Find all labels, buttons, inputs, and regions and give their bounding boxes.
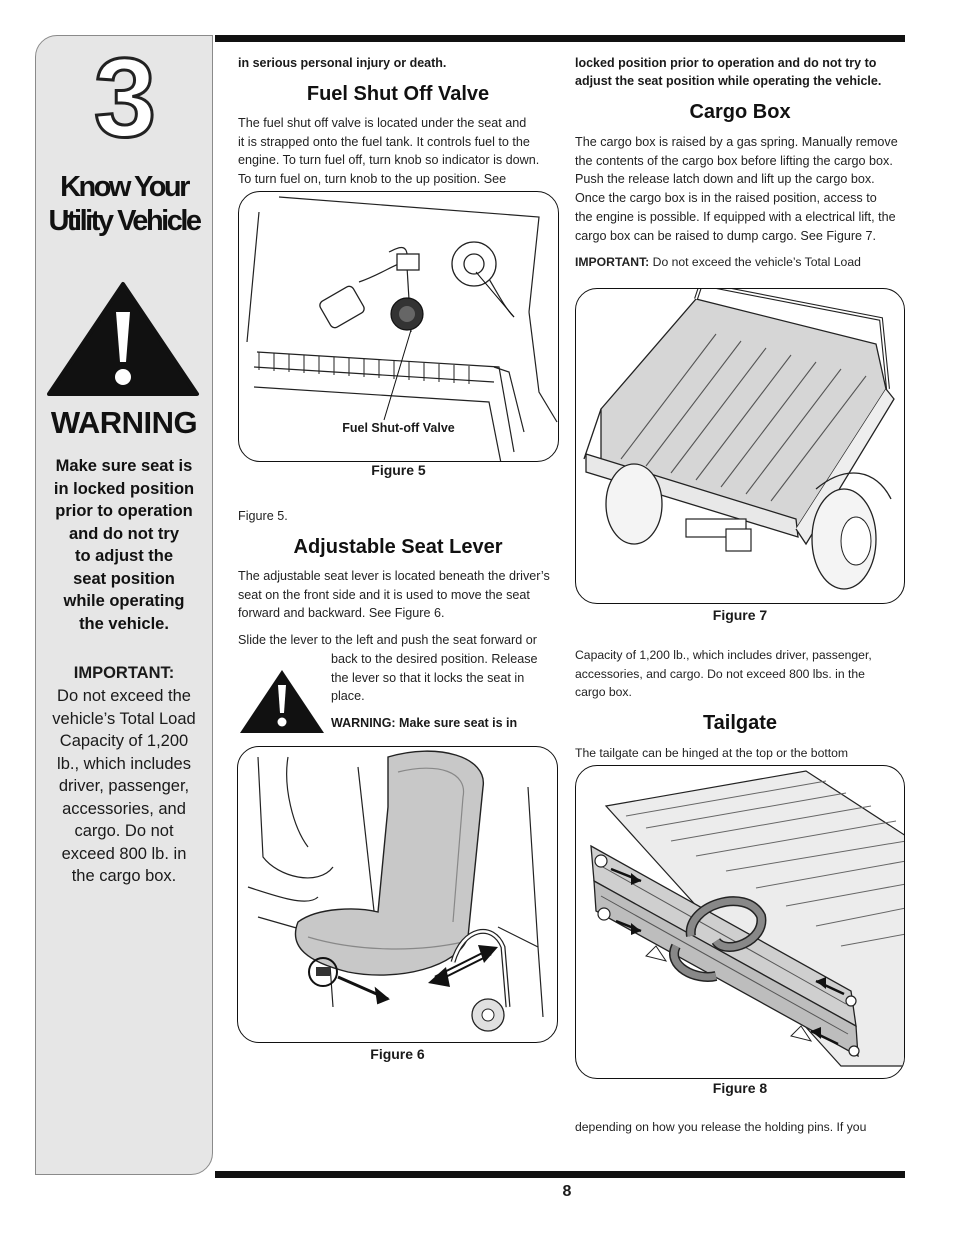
- small-warning-triangle-icon: [240, 670, 324, 733]
- important-line: Do not exceed the: [57, 687, 191, 705]
- continued-warning-line: adjust the seat position while operating…: [575, 74, 882, 88]
- cargo-box-illustration: [583, 289, 895, 590]
- figure-8-caption: Figure 8: [712, 1080, 768, 1096]
- important-line: driver, passenger,: [58, 777, 190, 795]
- figure-8-frame: [575, 765, 905, 1079]
- important-line: the cargo box.: [71, 867, 177, 885]
- important-line: vehicle’s Total Load: [52, 709, 196, 728]
- important-cargo-body: Do not exceed the vehicle’s Total Load: [649, 255, 861, 269]
- fuel-line: To turn fuel on, turn knob to the up pos…: [238, 172, 507, 187]
- fuel-line: The fuel shut off valve is located under…: [238, 116, 527, 130]
- warning-line: in locked position: [53, 479, 195, 498]
- tailgate-paragraph: The tailgate can be hinged at the top or…: [575, 746, 849, 760]
- seat-paragraph: The adjustable seat lever is located ben…: [238, 567, 568, 623]
- capacity-line: cargo box.: [575, 685, 632, 700]
- important-line: exceed 800 lb. in: [61, 844, 187, 863]
- fuel-valve-illustration: [246, 196, 558, 461]
- warning-triangle-icon: [47, 282, 199, 396]
- continued-warning-line: locked position prior to operation and d…: [575, 56, 877, 70]
- important-cargo-text: IMPORTANT: Do not exceed the vehicle’s T…: [575, 253, 910, 272]
- warning-line: while operating: [63, 592, 185, 610]
- fuel-line: engine. To turn fuel off, turn knob so i…: [238, 153, 540, 168]
- cargo-line: The cargo box is raised by a gas spring.…: [575, 135, 898, 149]
- seat-illustration: [247, 750, 544, 1032]
- important-line: accessories, and: [62, 799, 186, 818]
- continued-warning: locked position prior to operation and d…: [575, 54, 910, 90]
- chapter-title-line2: Utility Vehicle: [48, 205, 202, 237]
- cargo-paragraph: The cargo box is raised by a gas spring.…: [575, 133, 915, 245]
- important-line: Capacity of 1,200: [59, 732, 189, 750]
- bottom-rule: [215, 1171, 905, 1178]
- capacity-line: accessories, and cargo. Do not exceed 80…: [575, 666, 865, 681]
- fuel-line: it is strapped onto the fuel tank. It co…: [238, 134, 530, 149]
- figure-5-reference: Figure 5.: [238, 509, 288, 523]
- chapter-title: Know Your Utility Vehicle: [35, 170, 213, 238]
- warning-text: Make sure seat is in locked position pri…: [48, 455, 200, 635]
- figure-7-caption: Figure 7: [712, 607, 768, 623]
- warning-line: the vehicle.: [79, 614, 169, 633]
- tailgate-continued: depending on how you release the holding…: [575, 1120, 867, 1134]
- cargo-heading: Cargo Box: [689, 101, 791, 123]
- warning-title: WARNING: [50, 405, 198, 440]
- slide-line: place.: [331, 689, 365, 704]
- figure-6-frame: [237, 746, 558, 1043]
- warning-line: to adjust the: [74, 547, 174, 565]
- figure-6-caption: Figure 6: [370, 1046, 425, 1062]
- top-rule: [215, 35, 905, 42]
- seat-line: The adjustable seat lever is located ben…: [238, 569, 550, 583]
- important-line: lb., which includes: [57, 754, 191, 773]
- capacity-line: Capacity of 1,200 lb., which includes dr…: [575, 648, 872, 662]
- slide-line: Slide the lever to the left and push the…: [238, 633, 537, 647]
- cargo-line: the engine is possible. If equipped with…: [575, 209, 896, 224]
- figure-7-frame: [575, 288, 905, 604]
- seat-heading: Adjustable Seat Lever: [293, 536, 503, 558]
- slide-line: back to the desired position. Release: [331, 652, 538, 666]
- slide-paragraph: back to the desired position. Release th…: [331, 650, 561, 706]
- page-number: 8: [562, 1183, 572, 1200]
- slide-line: the lever so that it locks the seat in: [331, 670, 525, 685]
- tailgate-heading: Tailgate: [702, 712, 778, 734]
- fuel-paragraph: The fuel shut off valve is located under…: [238, 114, 568, 189]
- figure-5-label: Fuel Shut-off Valve: [342, 421, 455, 435]
- inline-warning: WARNING: Make sure seat is in: [331, 716, 518, 730]
- capacity-paragraph: Capacity of 1,200 lb., which includes dr…: [575, 646, 915, 702]
- cargo-line: cargo box can be raised to dump cargo. S…: [575, 228, 877, 243]
- fuel-heading: Fuel Shut Off Valve: [306, 83, 490, 105]
- continued-text: in serious personal injury or death.: [238, 56, 447, 70]
- cargo-line: Once the cargo box is in the raised posi…: [575, 191, 877, 206]
- chapter-sidebar: [35, 35, 213, 1175]
- important-text: Do not exceed the vehicle’s Total Load C…: [48, 685, 200, 888]
- warning-line: prior to operation: [55, 502, 193, 520]
- important-line: cargo. Do not: [74, 822, 174, 840]
- cargo-line: the contents of the cargo box before lif…: [575, 153, 893, 168]
- warning-line: and do not try: [69, 524, 179, 543]
- important-label: IMPORTANT:: [73, 664, 175, 682]
- warning-line: Make sure seat is: [55, 457, 193, 475]
- figure-5-caption: Figure 5: [371, 462, 426, 478]
- chapter-title-line1: Know Your: [60, 171, 190, 203]
- seat-line: seat on the front side and it is used to…: [238, 587, 530, 602]
- chapter-number: 3: [92, 35, 157, 160]
- important-cargo-label: IMPORTANT:: [575, 255, 650, 269]
- warning-line: seat position: [73, 569, 175, 588]
- cargo-line: Push the release latch down and lift up …: [575, 172, 875, 187]
- figure-5-frame: [238, 191, 559, 462]
- tailgate-illustration: [590, 770, 904, 1067]
- seat-line: forward and backward. See Figure 6.: [238, 606, 445, 621]
